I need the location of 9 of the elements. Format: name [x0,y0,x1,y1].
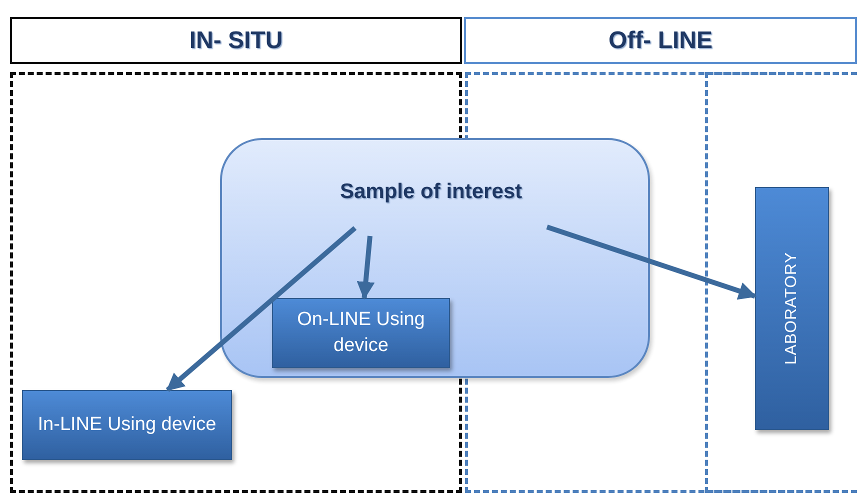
laboratory-box: LABORATORY [755,187,829,430]
device-box: On-LINE Using device [272,298,450,368]
column-header: IN- SITU [10,17,462,64]
arrow [166,226,357,392]
arrow [546,224,757,300]
column-header: Off- LINE [464,17,857,64]
device-box: In-LINE Using device [22,390,232,460]
arrow [356,236,375,300]
box-title: Sample of interest [340,180,522,204]
